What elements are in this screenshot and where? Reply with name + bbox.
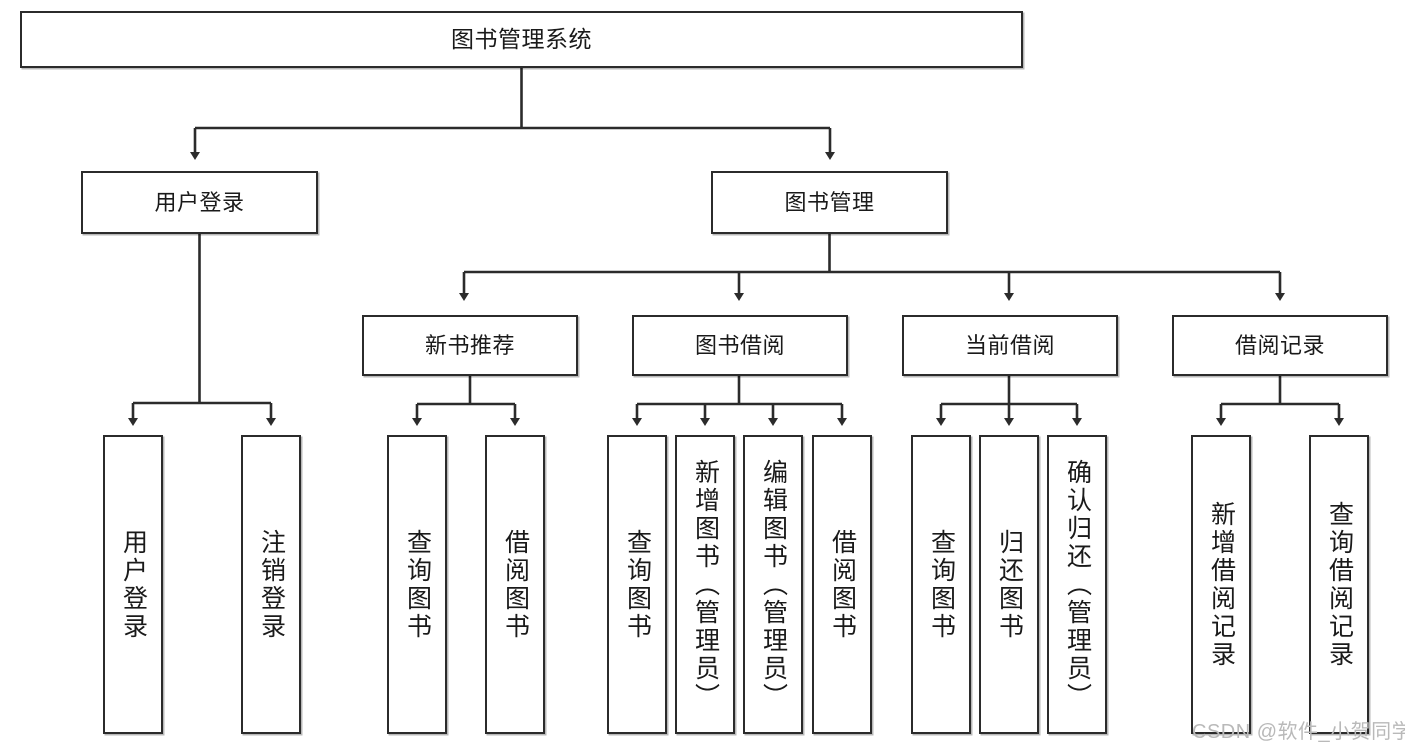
node-new-book-recommend[interactable]: 新书推荐 [362,315,578,376]
leaf-logout-label: 注销登录 [257,528,286,641]
node-book-management-label: 图书管理 [784,189,875,215]
node-book-borrow[interactable]: 图书借阅 [632,315,848,376]
node-current-borrow[interactable]: 当前借阅 [902,315,1118,376]
leaf-add-borrow-record[interactable]: 新增借阅记录 [1191,435,1251,734]
leaf-add-borrow-record-label: 新增借阅记录 [1207,500,1236,669]
leaf-return-book[interactable]: 归还图书 [979,435,1039,734]
leaf-borrow-book-recommend-label: 借阅图书 [501,528,530,641]
node-borrow-record-label: 借阅记录 [1234,332,1325,358]
node-book-borrow-label: 图书借阅 [694,332,785,358]
leaf-edit-book-admin[interactable]: 编辑图书（管理员） [743,435,803,734]
node-new-book-recommend-label: 新书推荐 [424,332,515,358]
leaf-query-borrow-record-label: 查询借阅记录 [1325,500,1354,669]
node-root-label: 图书管理系统 [451,26,592,53]
leaf-query-book-current-label: 查询图书 [927,528,956,641]
leaf-user-login-label: 用户登录 [119,528,148,641]
leaf-edit-book-admin-label: 编辑图书（管理员） [759,458,788,711]
leaf-query-book-current[interactable]: 查询图书 [911,435,971,734]
leaf-return-book-label: 归还图书 [995,528,1024,641]
leaf-borrow-book[interactable]: 借阅图书 [812,435,872,734]
leaf-confirm-return-admin-label: 确认归还（管理员） [1063,458,1092,711]
watermark: CSDN @软件_小贺同学 [1192,721,1405,743]
leaf-query-book-recommend-label: 查询图书 [403,528,432,641]
leaf-add-book-admin-label: 新增图书（管理员） [691,458,720,711]
leaf-confirm-return-admin[interactable]: 确认归还（管理员） [1047,435,1107,734]
node-user-login[interactable]: 用户登录 [81,171,318,234]
leaf-query-book-borrow[interactable]: 查询图书 [607,435,667,734]
node-current-borrow-label: 当前借阅 [964,332,1055,358]
leaf-logout[interactable]: 注销登录 [241,435,301,734]
node-borrow-record[interactable]: 借阅记录 [1172,315,1388,376]
node-root[interactable]: 图书管理系统 [20,11,1023,68]
leaf-query-book-borrow-label: 查询图书 [623,528,652,641]
leaf-query-borrow-record[interactable]: 查询借阅记录 [1309,435,1369,734]
node-book-management[interactable]: 图书管理 [711,171,948,234]
leaf-query-book-recommend[interactable]: 查询图书 [387,435,447,734]
node-user-login-label: 用户登录 [154,189,245,215]
leaf-user-login[interactable]: 用户登录 [103,435,163,734]
leaf-add-book-admin[interactable]: 新增图书（管理员） [675,435,735,734]
leaf-borrow-book-recommend[interactable]: 借阅图书 [485,435,545,734]
leaf-borrow-book-label: 借阅图书 [828,528,857,641]
